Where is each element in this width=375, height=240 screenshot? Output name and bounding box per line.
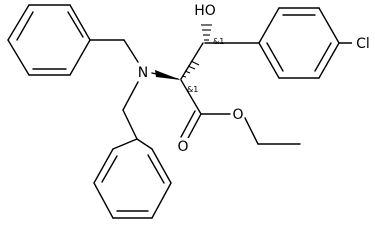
carbonyl-oxygen-label: O	[177, 139, 188, 155]
chlorine-label: Cl	[356, 36, 370, 52]
stereo-label-hydroxy-carbon: &1	[213, 37, 224, 46]
alpha-wedge-bond	[155, 70, 181, 80]
chlorophenyl-ring	[258, 7, 340, 79]
ethyl-group	[244, 117, 301, 145]
top-phenyl-ring	[7, 4, 91, 76]
top-benzyl-linker	[89, 39, 139, 63]
lower-benzyl-linker	[122, 81, 139, 140]
stereo-label-alpha-carbon: &1	[187, 85, 198, 94]
hashed-bond-ab	[180, 42, 204, 80]
hashed-bond-oh	[201, 24, 212, 41]
carbonyl-oxygen: O	[176, 138, 190, 155]
chlorine-atom: Cl	[352, 34, 374, 52]
carbonyl-double-bond	[180, 110, 202, 141]
nitrogen-label: N	[138, 65, 148, 81]
hydroxyl-group: HO	[192, 2, 218, 19]
hydroxyl-label: HO	[194, 3, 216, 19]
lower-phenyl-ring	[93, 138, 172, 219]
ester-oxygen: O	[231, 106, 245, 123]
alpha-to-carbonyl-bond	[180, 79, 202, 115]
nitrogen-atom: N	[136, 64, 150, 81]
ester-oxygen-label: O	[232, 107, 243, 123]
